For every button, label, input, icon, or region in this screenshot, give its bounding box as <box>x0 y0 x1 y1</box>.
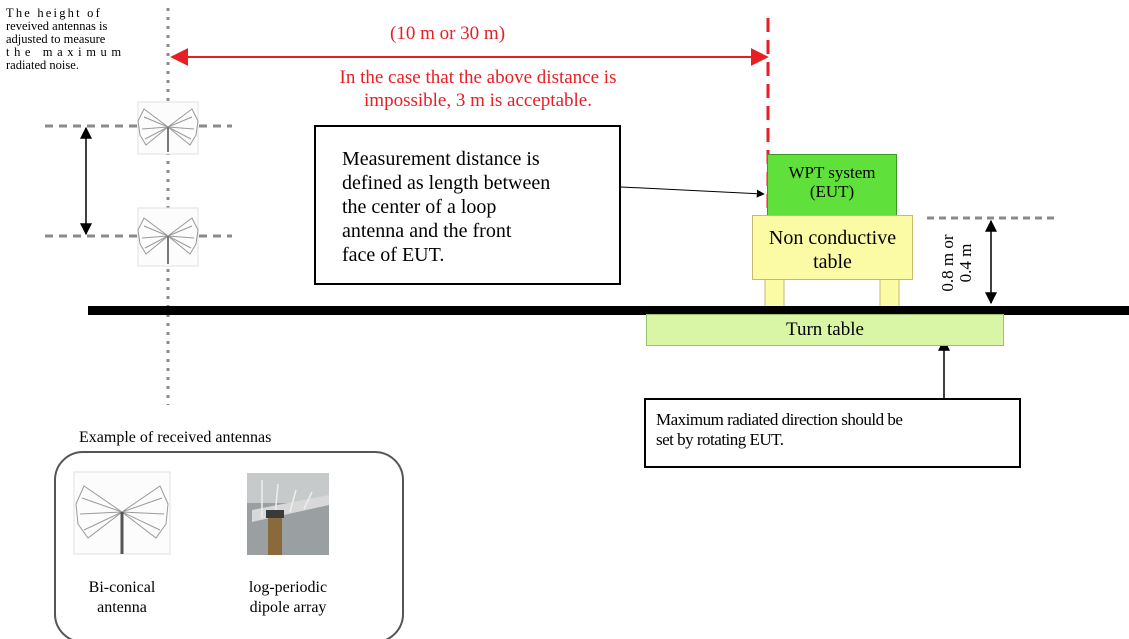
biconical-caption: Bi-conical antenna <box>62 578 182 618</box>
distance-note-line: impossible, 3 m is acceptable. <box>364 90 592 111</box>
measurement-line: antenna and the front <box>342 220 512 242</box>
height-line: 0.8 m or <box>938 234 957 292</box>
rotation-line: Maximum radiated direction should be <box>656 410 903 429</box>
antenna-note-line: adjusted to measure <box>6 32 106 46</box>
table-label: table <box>813 251 852 273</box>
table-label: Non conductive <box>768 227 897 249</box>
measurement-line: defined as length between <box>342 172 551 194</box>
upper-antenna-icon <box>137 101 199 155</box>
antenna-note-line: radiated noise. <box>6 58 79 72</box>
table-leg-right <box>879 278 900 308</box>
distance-note: In the case that the above distance is i… <box>268 66 688 112</box>
eut-label: WPT system <box>788 163 876 182</box>
non-conductive-table: Non conductive table <box>752 215 913 280</box>
caption-line: log-periodic <box>248 579 328 596</box>
distance-note-line: In the case that the above distance is <box>339 67 617 88</box>
measurement-line: the center of a loop <box>342 196 497 218</box>
log-periodic-antenna-photo <box>247 473 329 555</box>
caption-line: dipole array <box>249 599 327 616</box>
biconical-antenna-icon <box>73 471 171 555</box>
caption-line: antenna <box>97 599 147 616</box>
measurement-pointer-arrow <box>620 186 765 198</box>
antenna-height-note: The height of reveived antennas is adjus… <box>6 7 164 72</box>
turn-table: Turn table <box>646 314 1004 346</box>
distance-label: (10 m or 30 m) <box>390 23 506 44</box>
ground-plane <box>88 306 1129 315</box>
examples-title: Example of received antennas <box>79 429 272 446</box>
examples-frame <box>54 451 404 639</box>
rotation-line: set by rotating EUT. <box>656 430 784 449</box>
lower-antenna-icon <box>137 207 199 267</box>
height-line: 0.4 m <box>956 243 975 283</box>
antenna-note-line: the maximum <box>6 45 126 59</box>
measurement-distance-box: Measurement distance is defined as lengt… <box>314 125 621 285</box>
measurement-line: Measurement distance is <box>342 148 540 170</box>
log-periodic-caption: log-periodic dipole array <box>228 578 348 618</box>
antenna-note-line: reveived antennas is <box>6 19 108 33</box>
eut-height-label: 0.8 m or 0.4 m <box>938 208 979 318</box>
caption-line: Bi-conical <box>88 579 156 596</box>
measurement-line: face of EUT. <box>342 244 445 266</box>
table-leg-left <box>764 278 785 308</box>
rotation-note-box: Maximum radiated direction should be set… <box>644 398 1021 468</box>
antenna-note-line: The height of <box>6 6 102 20</box>
eut-box: WPT system (EUT) <box>767 154 897 216</box>
eut-label: (EUT) <box>809 182 855 201</box>
